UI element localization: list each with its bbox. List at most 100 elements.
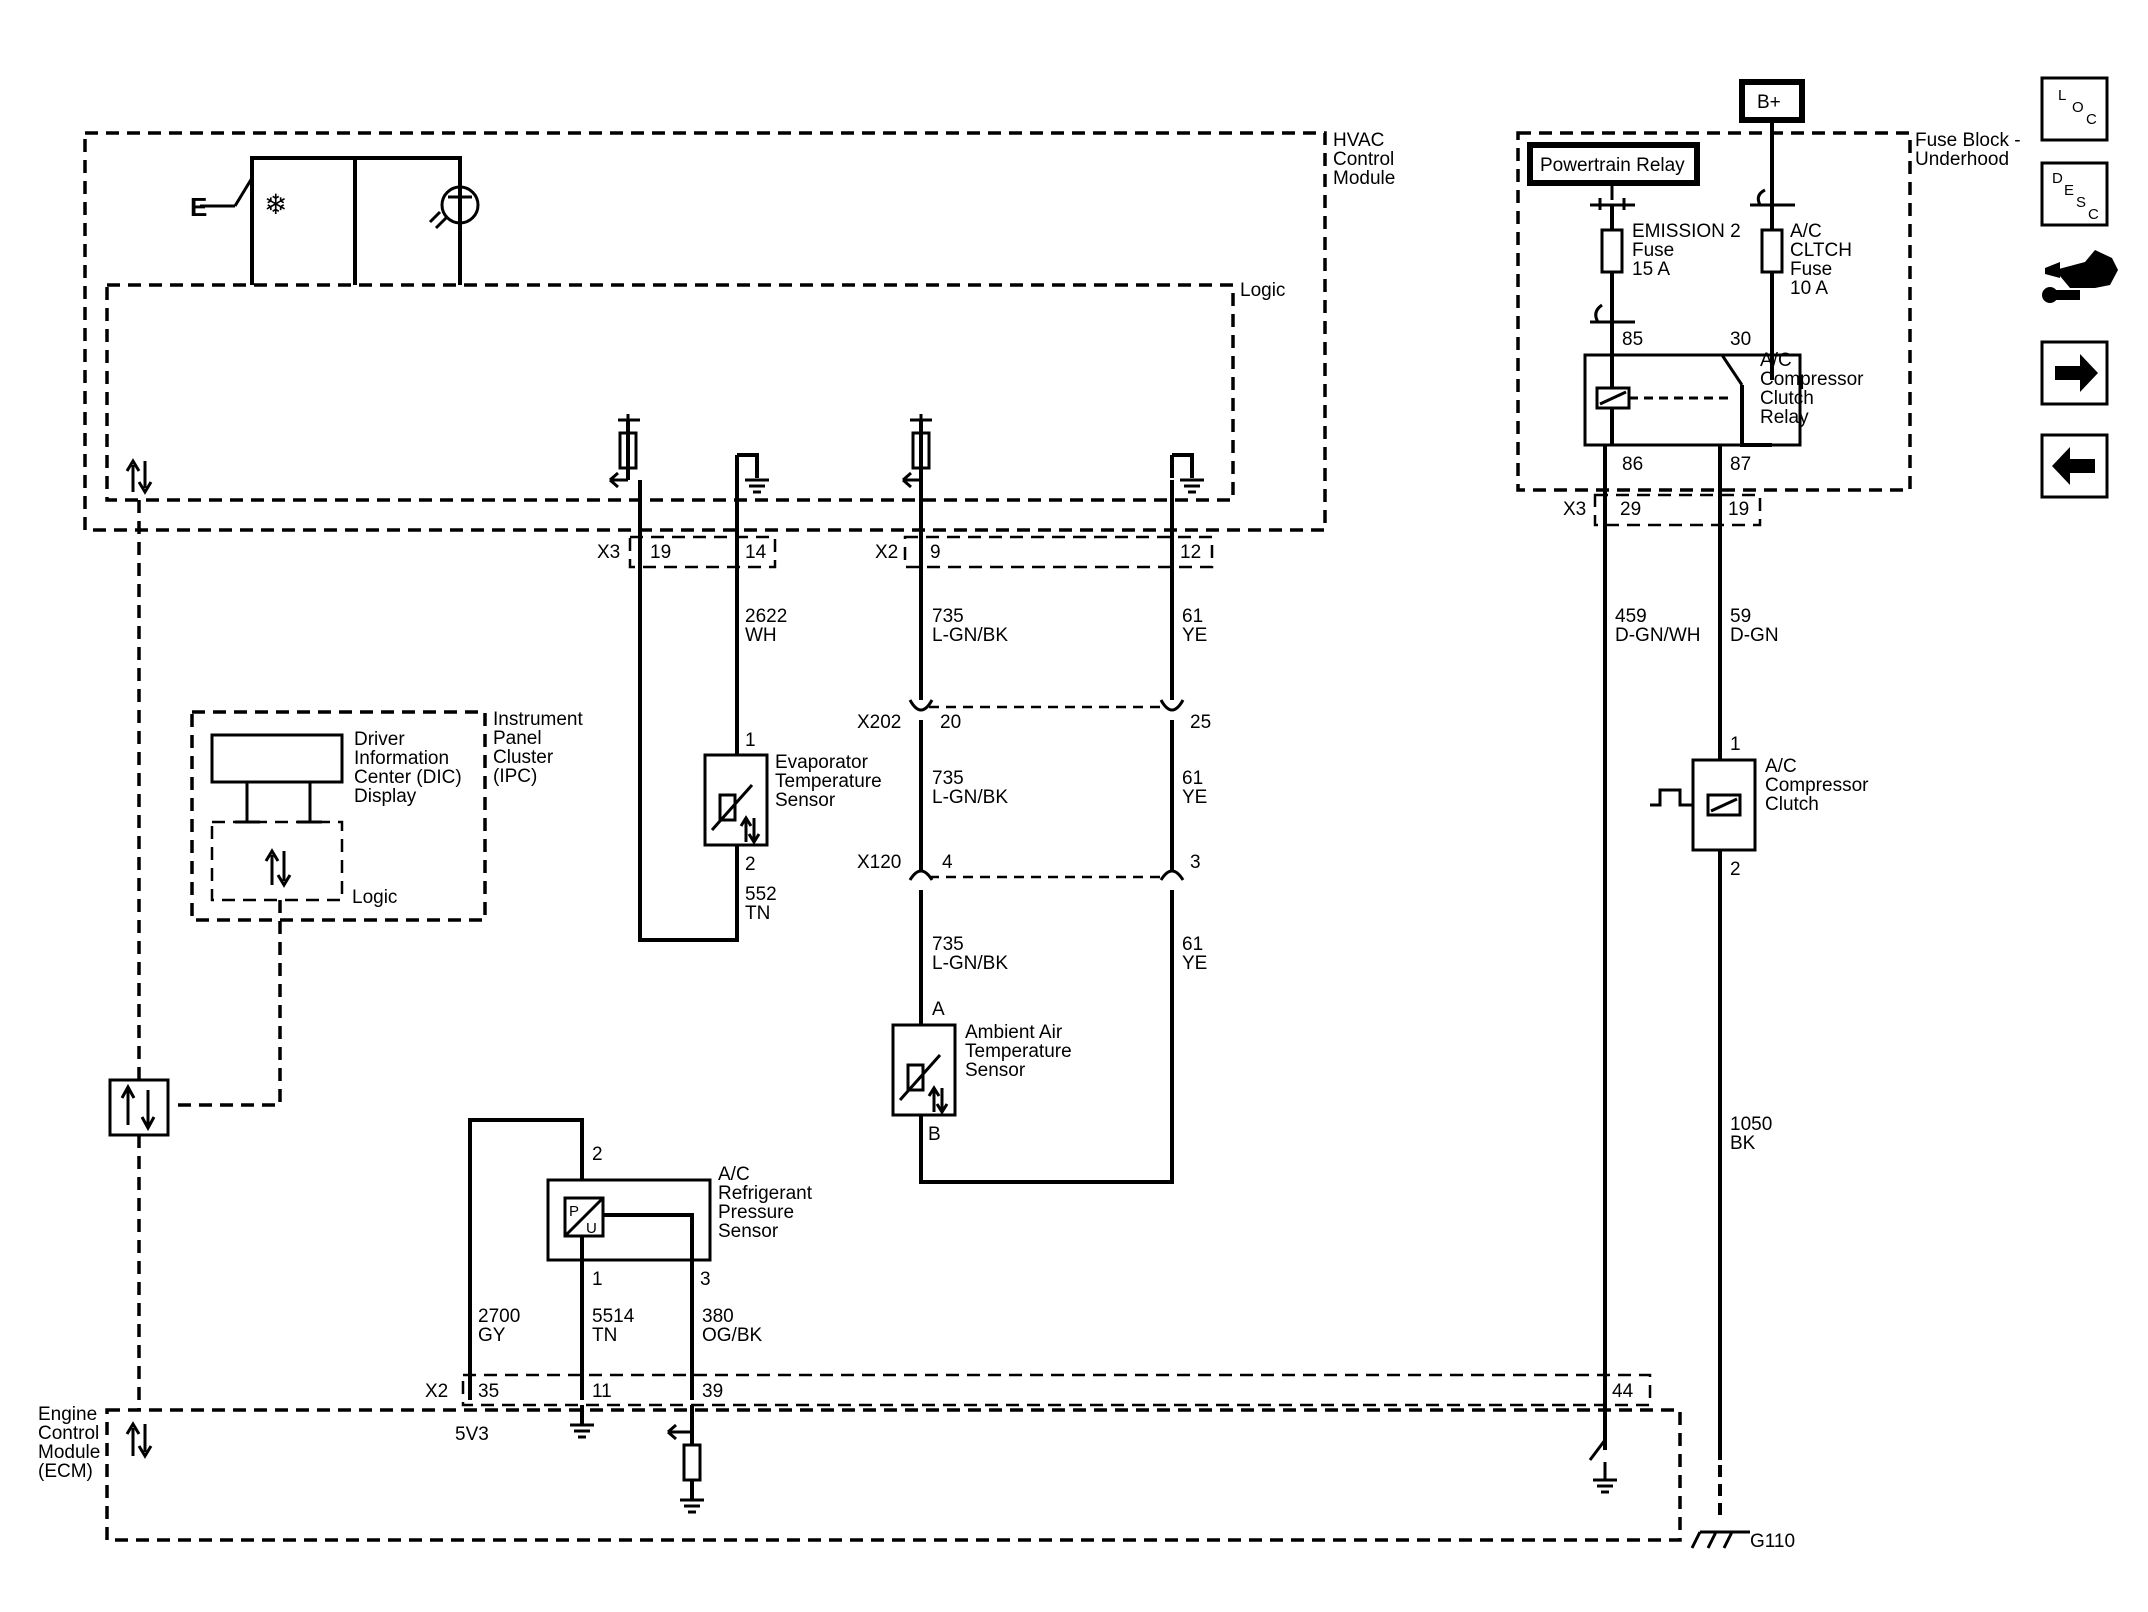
- evap-pin-1: 1: [745, 730, 756, 751]
- dic-display: [210, 733, 344, 784]
- dic-label-line3: Center (DIC): [354, 767, 462, 788]
- pin-fuse-29: 29: [1620, 499, 1641, 520]
- left-arrow-icon: [2052, 447, 2095, 485]
- ecm-label-line1: Engine: [38, 1404, 97, 1425]
- powertrain-relay-label: Powertrain Relay: [1540, 155, 1685, 176]
- evap-pin-2: 2: [745, 854, 756, 875]
- switch-e-glyph: E: [190, 192, 207, 222]
- pin-hvac-9: 9: [930, 542, 941, 563]
- wrench-hand-icon[interactable]: [2042, 250, 2118, 303]
- fuse-connector-x3-label: X3: [1563, 499, 1586, 520]
- battery-label: B+: [1757, 92, 1781, 113]
- ecm-5v3-label: 5V3: [455, 1424, 489, 1445]
- evap-label-line2: Temperature: [775, 771, 882, 792]
- desc-letter-s: S: [2076, 194, 2086, 211]
- pin-fuse-19: 19: [1728, 499, 1749, 520]
- pin-ecm-35: 35: [478, 1381, 499, 1402]
- wire-1050-color: BK: [1730, 1133, 1756, 1154]
- wire-380-color: OG/BK: [702, 1325, 763, 1346]
- nav-toolbar: L O C D E S C: [2040, 76, 2118, 499]
- wire-2700-num: 2700: [478, 1306, 520, 1327]
- ac-clutch-fuse: [1760, 228, 1784, 274]
- relay-pin-87: 87: [1730, 454, 1751, 475]
- emission-2-fuse: [1600, 228, 1624, 274]
- pressure-symbol-p: P: [569, 1203, 579, 1220]
- wire-735-a-color: L-GN/BK: [932, 625, 1008, 646]
- ambient-label-line3: Sensor: [965, 1060, 1026, 1081]
- ipc-label-line1: Instrument: [493, 709, 583, 730]
- loc-letter-c: C: [2086, 111, 2097, 128]
- desc-letter-c: C: [2088, 206, 2099, 223]
- wire-59-color: D-GN: [1730, 625, 1779, 646]
- ambient-label-line1: Ambient Air: [965, 1022, 1063, 1043]
- hvac-connector-x2: X2 9 12: [875, 535, 1214, 569]
- wire-1050-num: 1050: [1730, 1114, 1772, 1135]
- ipc-label-line3: Cluster: [493, 747, 554, 768]
- hvac-serial-data-arrows: [125, 458, 153, 495]
- ecm-label-line4: (ECM): [38, 1461, 93, 1482]
- wire-59-num: 59: [1730, 606, 1751, 627]
- next-arrow-button[interactable]: [2040, 340, 2109, 406]
- relay-label-line1: A/C: [1760, 350, 1792, 371]
- pressure-symbol-u: U: [586, 1220, 597, 1237]
- pin-ecm-39: 39: [702, 1381, 723, 1402]
- ecm-connector-x2-label: X2: [425, 1381, 448, 1402]
- pin-ecm-44: 44: [1612, 1381, 1634, 1402]
- ambient-circuit: X202 20 25 X120 4 3 735 L-GN/BK 61 YE 73…: [857, 480, 1211, 1184]
- hvac-label-line1: HVAC: [1333, 130, 1384, 151]
- wire-2622-color: WH: [745, 625, 777, 646]
- connector-x202-label: X202: [857, 712, 901, 733]
- fuse-connector-x3: X3 29 19: [1563, 493, 1762, 527]
- fuse-block-label-line2: Underhood: [1915, 149, 2009, 170]
- clutch-label-line3: Clutch: [1765, 794, 1819, 815]
- hvac-label-line3: Module: [1333, 168, 1395, 189]
- pressure-label-line2: Refrigerant: [718, 1183, 813, 1204]
- wire-459-num: 459: [1615, 606, 1647, 627]
- ac-fuse-label-line2: CLTCH: [1790, 240, 1852, 261]
- ecm-label-line2: Control: [38, 1423, 99, 1444]
- desc-button[interactable]: D E S C: [2040, 161, 2109, 227]
- ipc-logic-label: Logic: [352, 887, 397, 908]
- wire-735-c-num: 735: [932, 934, 964, 955]
- hvac-control-module: HVAC Control Module Logic E ❄: [83, 130, 1395, 532]
- ambient-pin-a: A: [932, 999, 945, 1020]
- ground-g110-label: G110: [1750, 1531, 1795, 1552]
- wire-735-b-color: L-GN/BK: [932, 787, 1008, 808]
- ecm-label-line3: Module: [38, 1442, 100, 1463]
- hvac-label-line2: Control: [1333, 149, 1394, 170]
- ac-fuse-label-line1: A/C: [1790, 221, 1822, 242]
- fuse-block-underhood: Fuse Block - Underhood B+ Powertrain Rel…: [1516, 79, 2021, 492]
- prev-arrow-button[interactable]: [2040, 433, 2109, 499]
- pressure-label-line1: A/C: [718, 1164, 750, 1185]
- relay-output-wires: 459 D-GN/WH 59 D-GN 1 2 A/C Compressor C…: [1603, 445, 1869, 1552]
- pressure-pin-2: 2: [592, 1144, 603, 1165]
- wire-61-c-num: 61: [1182, 934, 1203, 955]
- relay-label-line3: Clutch: [1760, 388, 1814, 409]
- clutch-pin-2: 2: [1730, 859, 1741, 880]
- dic-label-line2: Information: [354, 748, 449, 769]
- clutch-pin-1: 1: [1730, 734, 1741, 755]
- relay-label-line4: Relay: [1760, 407, 1809, 428]
- pin-x120-4: 4: [942, 852, 953, 873]
- connector-x3-label: X3: [597, 542, 620, 563]
- wire-735-c-color: L-GN/BK: [932, 953, 1008, 974]
- ipc-label-line2: Panel: [493, 728, 542, 749]
- pressure-pin-3: 3: [700, 1269, 711, 1290]
- evaporator-circuit: 2622 WH 1 2 Evaporator Temperature Senso…: [638, 480, 882, 942]
- loc-button[interactable]: L O C: [2040, 76, 2109, 142]
- emission-fuse-label-line3: 15 A: [1632, 259, 1670, 280]
- fuse-block-label-line1: Fuse Block -: [1915, 130, 2021, 151]
- pin-x202-25: 25: [1190, 712, 1211, 733]
- wire-552-color: TN: [745, 903, 770, 924]
- clutch-label-line1: A/C: [1765, 756, 1797, 777]
- emission-fuse-label-line2: Fuse: [1632, 240, 1674, 261]
- wire-2700-color: GY: [478, 1325, 506, 1346]
- wire-380-num: 380: [702, 1306, 734, 1327]
- pin-hvac-14: 14: [745, 542, 767, 563]
- wire-61-a-num: 61: [1182, 606, 1203, 627]
- ambient-pin-b: B: [928, 1124, 941, 1145]
- ambient-label-line2: Temperature: [965, 1041, 1072, 1062]
- desc-letter-e: E: [2064, 182, 2074, 199]
- loc-letter-o: O: [2072, 99, 2084, 116]
- snowflake-icon: ❄: [264, 189, 287, 220]
